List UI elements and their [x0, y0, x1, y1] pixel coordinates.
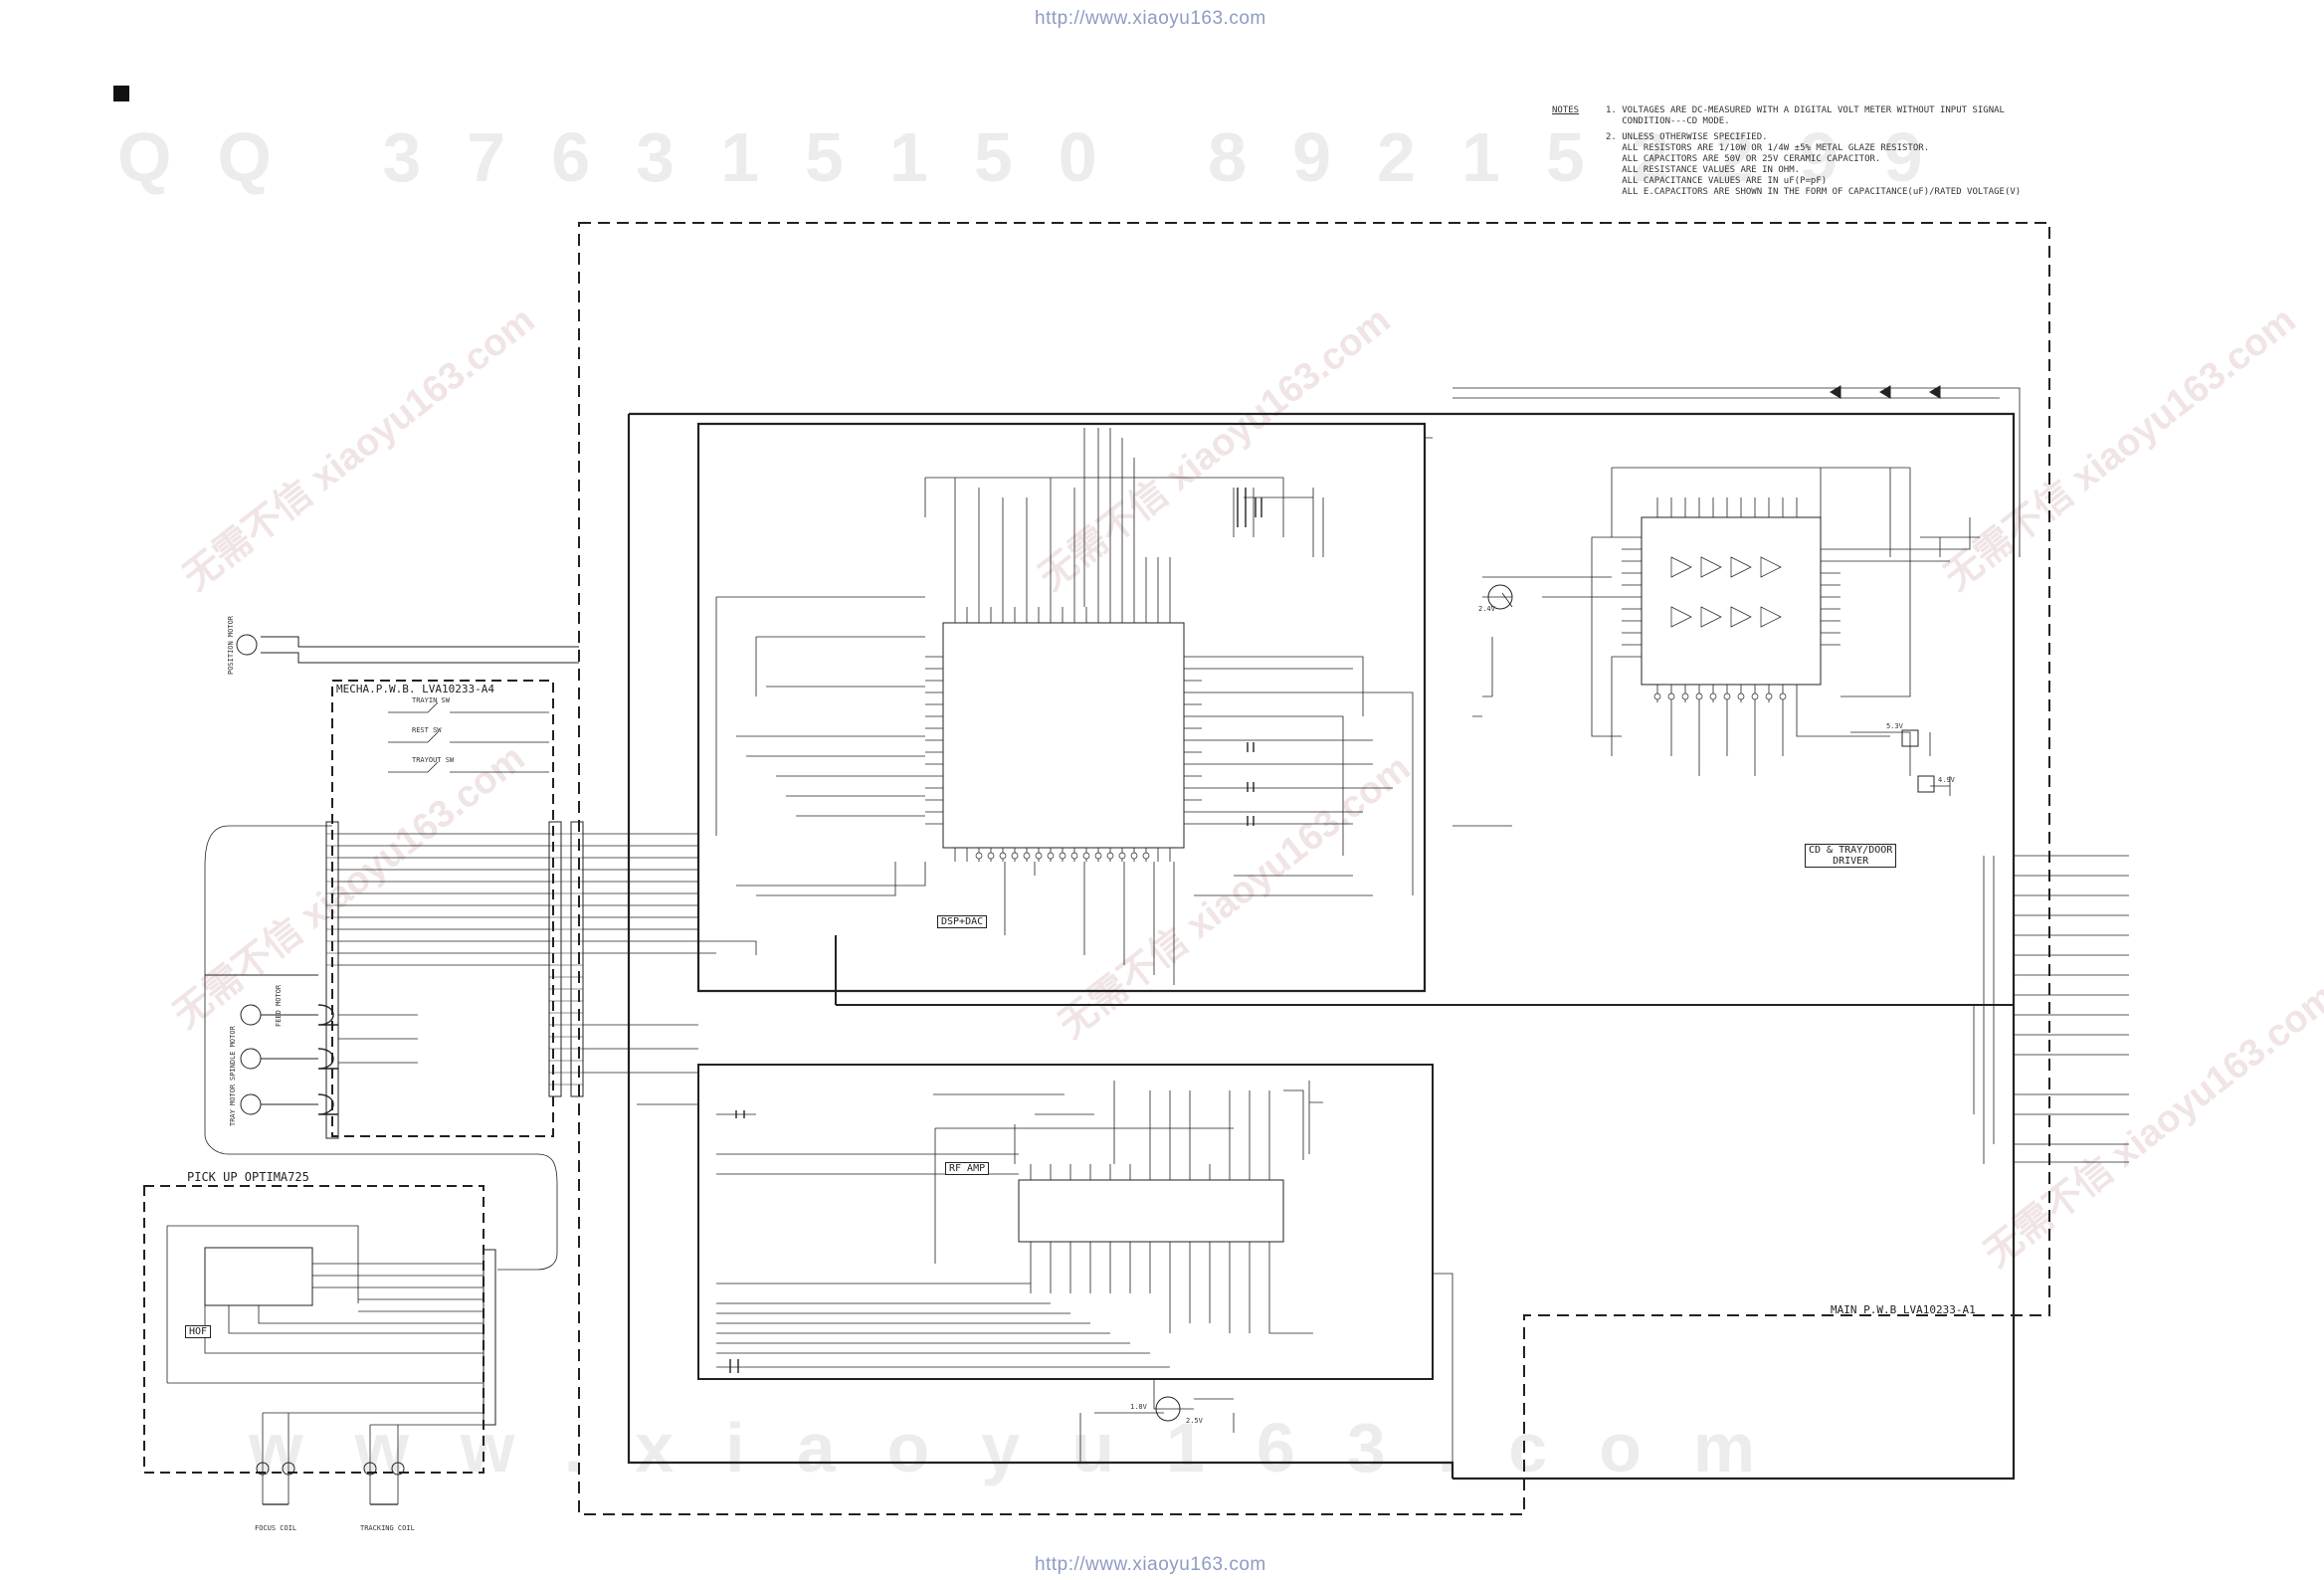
notes-line-2b: ALL CAPACITORS ARE 50V OR 25V CERAMIC CA… — [1606, 154, 1881, 164]
dsp-ic-body — [942, 622, 1185, 849]
reg-5v3-box — [1901, 729, 1919, 747]
main-pwb-label: MAIN P.W.B LVA10233-A1 — [1831, 1303, 1976, 1316]
voltage-4v9-label: 4.9V — [1938, 776, 1955, 784]
pickup-label: PICK UP OPTIMA725 — [187, 1170, 309, 1184]
connector-cn-mid-b — [570, 821, 584, 1097]
notes-line-2c: ALL RESISTANCE VALUES ARE IN OHM. — [1606, 165, 1801, 175]
source-url-bottom: http://www.xiaoyu163.com — [1035, 1554, 1266, 1575]
position-motor-symbol — [236, 634, 258, 656]
main-pwb-outline — [578, 222, 2050, 1515]
driver-frame — [1452, 412, 2016, 1481]
tray-motor-label: TRAY MOTOR — [229, 1084, 237, 1126]
watermark-qq: QQ 376315150 892152299 — [117, 118, 1969, 196]
tray-motor-symbol — [240, 1093, 262, 1115]
voltage-2v4-label: 2.4V — [1478, 605, 1495, 613]
notes-line-1: 1. VOLTAGES ARE DC-MEASURED WITH A DIGIT… — [1606, 105, 2005, 115]
rf-amp-ic-body — [1018, 1179, 1284, 1243]
notes-line-2e: ALL E.CAPACITORS ARE SHOWN IN THE FORM O… — [1606, 187, 2022, 197]
hof-label: HOF — [185, 1325, 212, 1338]
connector-pickup — [483, 1249, 496, 1426]
dsp-frame — [696, 422, 1427, 993]
notes-line-1b: CONDITION---CD MODE. — [1606, 116, 1730, 126]
source-url-top: http://www.xiaoyu163.com — [1035, 8, 1266, 29]
trayin-sw-label: TRAYIN SW — [412, 696, 450, 704]
watermark-site: www.xiaoyu163.com — [249, 1409, 1808, 1486]
rf-transistor — [1155, 1396, 1181, 1422]
notes-line-2a: ALL RESISTORS ARE 1/10W OR 1/4W ±5% META… — [1606, 143, 1930, 153]
position-motor-label: POSITION MOTOR — [227, 615, 235, 675]
focus-coil-label: FOCUS COIL — [255, 1524, 297, 1532]
driver-ic-body — [1641, 516, 1822, 686]
dsp-dac-label: DSP+DAC — [937, 915, 988, 928]
outer-power-loop — [627, 412, 1454, 1479]
spindle-motor-label: SPINDLE MOTOR — [229, 1026, 237, 1081]
feed-motor-symbol — [240, 1004, 262, 1026]
driver-transistor — [1487, 584, 1513, 610]
driver-label-line-1: CD & TRAY/DOOR — [1809, 845, 1893, 856]
feed-motor-label: FEED MOTOR — [275, 984, 283, 1027]
notes-line-2: 2. UNLESS OTHERWISE SPECIFIED. — [1606, 132, 1768, 142]
voltage-5v3-label: 5.3V — [1886, 722, 1903, 730]
pickup-outline — [143, 1185, 484, 1474]
driver-label: CD & TRAY/DOOR DRIVER — [1805, 844, 1897, 868]
ground-rail — [835, 935, 2014, 1006]
mecha-pwb-outline — [331, 680, 554, 1137]
trayout-sw-label: TRAYOUT SW — [412, 756, 455, 764]
notes-block: NOTES 1. VOLTAGES ARE DC-MEASURED WITH A… — [1552, 105, 2021, 215]
driver-label-line-2: DRIVER — [1833, 856, 1869, 867]
rest-sw-label: REST SW — [412, 726, 442, 734]
pickup-ic-body — [204, 1247, 313, 1306]
section-marker — [113, 86, 129, 101]
connector-cn-left — [325, 821, 339, 1139]
rf-frame — [697, 1064, 1434, 1380]
voltage-2v5-label: 2.5V — [1186, 1417, 1203, 1425]
mecha-pwb-label: MECHA.P.W.B. LVA10233-A4 — [336, 683, 494, 695]
position-motor-wires — [261, 636, 579, 664]
diode-chain — [1830, 385, 1941, 399]
spindle-motor-symbol — [240, 1048, 262, 1070]
tracking-coil-label: TRACKING COIL — [360, 1524, 415, 1532]
connector-cn-mid-a — [548, 821, 562, 1097]
reg-4v9-box — [1917, 775, 1935, 793]
notes-line-2d: ALL CAPACITANCE VALUES ARE IN uF(P=pF) — [1606, 176, 1828, 186]
voltage-1v8-label: 1.8V — [1130, 1403, 1147, 1411]
notes-title: NOTES — [1552, 105, 1580, 115]
rf-amp-label: RF AMP — [945, 1162, 990, 1175]
